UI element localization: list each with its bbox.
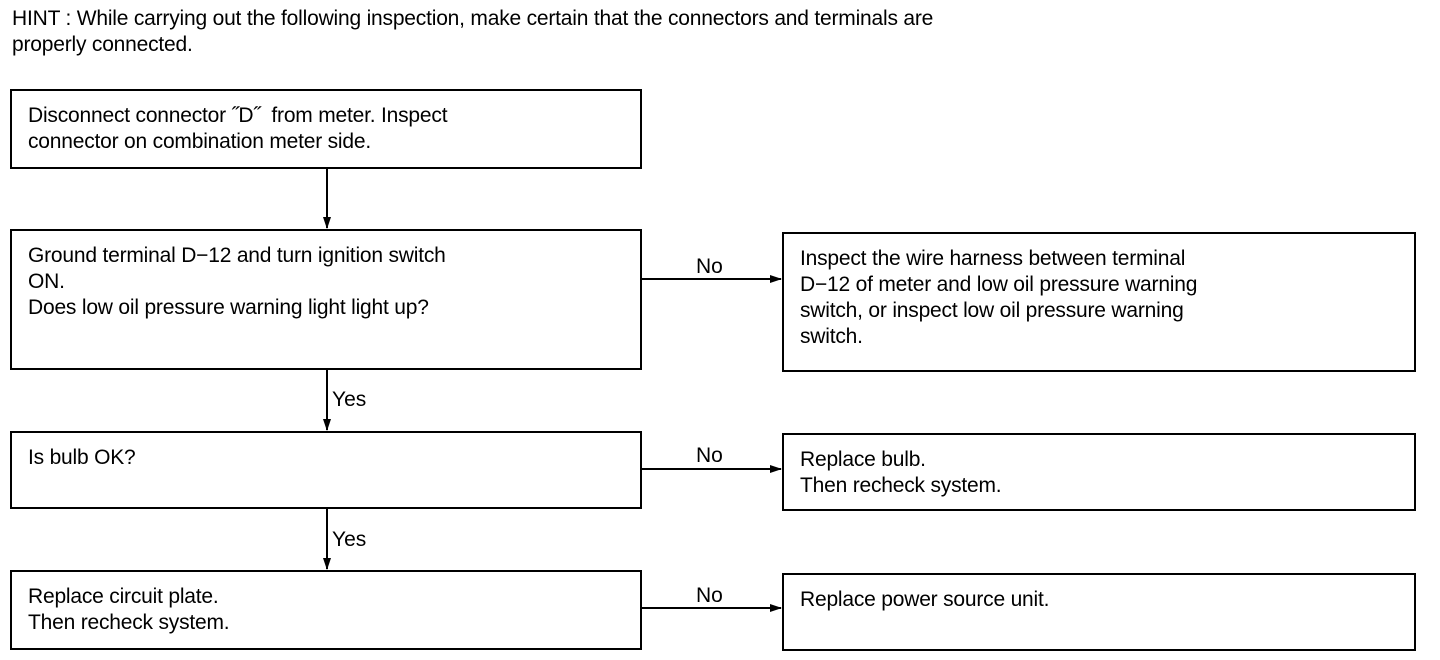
branch-label-no: No [696, 444, 723, 467]
step-replace-power-source-unit: Replace power source unit. [782, 573, 1416, 651]
step-bulb-ok-question: Is bulb OK? [10, 431, 642, 509]
step-text-line: switch. [800, 325, 863, 348]
branch-label-yes: Yes [332, 388, 367, 411]
step-replace-circuit-plate: Replace circuit plate. Then recheck syst… [10, 570, 642, 650]
step-ground-terminal-question: Ground terminal D−12 and turn ignition s… [10, 229, 642, 370]
branch-label-yes: Yes [332, 528, 367, 551]
step-text-line: Replace bulb. [800, 448, 926, 471]
step-text-line: Ground terminal D−12 and turn ignition s… [28, 244, 446, 267]
step-text-line: Is bulb OK? [28, 446, 136, 469]
step-text-line: D−12 of meter and low oil pressure warni… [800, 273, 1198, 296]
hint-line-1: HINT : While carrying out the following … [12, 7, 934, 30]
step-text-line: Disconnect connector ˝D˝ from meter. Ins… [28, 104, 448, 127]
step-text-line: connector on combination meter side. [28, 130, 371, 153]
step-text-line: Then recheck system. [28, 611, 230, 634]
step-disconnect-connector: Disconnect connector ˝D˝ from meter. Ins… [10, 89, 642, 169]
step-text-line: Then recheck system. [800, 474, 1002, 497]
branch-label-no: No [696, 255, 723, 278]
step-replace-bulb: Replace bulb. Then recheck system. [782, 433, 1416, 511]
step-text-line: Inspect the wire harness between termina… [800, 247, 1186, 270]
step-text-line: Replace power source unit. [800, 588, 1050, 611]
step-text-line: Does low oil pressure warning light ligh… [28, 296, 429, 319]
hint-line-2: properly connected. [12, 33, 193, 56]
step-text-line: Replace circuit plate. [28, 585, 219, 608]
step-inspect-wire-harness: Inspect the wire harness between termina… [782, 232, 1416, 372]
branch-label-no: No [696, 584, 723, 607]
step-text-line: ON. [28, 270, 65, 293]
step-text-line: switch, or inspect low oil pressure warn… [800, 299, 1184, 322]
hint-text: HINT : While carrying out the following … [12, 6, 1212, 58]
